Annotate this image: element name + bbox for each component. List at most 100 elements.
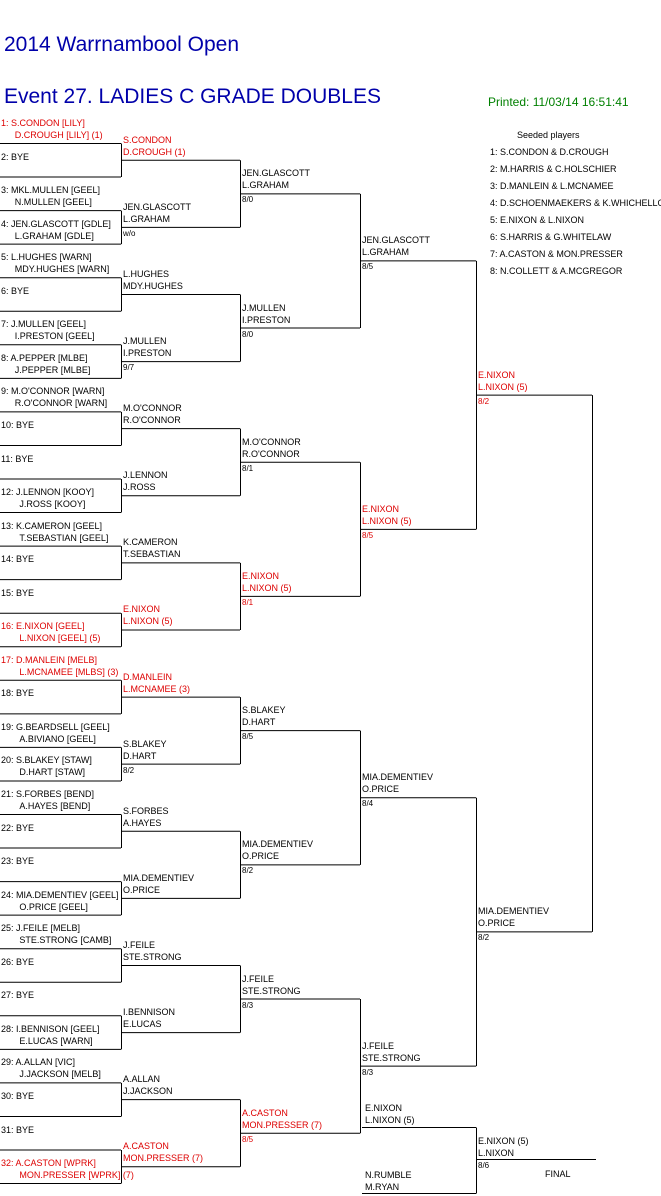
draw-entry-line2: MDY.HUGHES [WARN]	[14, 264, 110, 275]
seed-entry: 8: N.COLLETT & A.MCGREGOR	[490, 266, 623, 276]
draw-entry-line1: 20: S.BLAKEY [STAW]	[1, 755, 92, 766]
final-bottom-team-line1: N.RUMBLE	[365, 1170, 412, 1180]
draw-entry-line1: 24: MIA.DEMENTIEV [GEEL]	[1, 889, 119, 900]
round3-team-line2: D.HART	[242, 717, 276, 728]
round4-score: 8/3	[362, 1067, 374, 1077]
final-winner-line1: E.NIXON (5)	[478, 1136, 529, 1146]
draw-entry-line2: D.HART [STAW]	[19, 767, 86, 778]
round2-team-line1: S.CONDON	[123, 134, 172, 145]
round2-team-line1: J.MULLEN	[123, 336, 167, 347]
tournament-title: 2014 Warrnambool Open	[4, 33, 240, 56]
round2-team-line1: I.BENNISON	[123, 1007, 176, 1018]
draw-entry-line1: 21: S.FORBES [BEND]	[1, 789, 95, 799]
round5-team-line1: MIA.DEMENTIEV	[478, 906, 550, 917]
draw-entry-line1: 6: BYE	[1, 285, 30, 296]
draw-entry-line1: 9: M.O'CONNOR [WARN]	[1, 386, 105, 397]
round3-team-line2: O.PRICE	[242, 851, 280, 862]
round2-team-line2: I.PRESTON	[123, 348, 172, 359]
round5-team-line2: O.PRICE	[478, 918, 516, 929]
draw-entry-line2: D.CROUGH [LILY] (1)	[14, 130, 103, 140]
round3-team-line2: L.GRAHAM	[242, 180, 290, 191]
final-label: FINAL	[545, 1169, 571, 1179]
draw-entry-line2: R.O'CONNOR [WARN]	[14, 398, 108, 409]
round2-team-line2: MON.PRESSER (7)	[123, 1153, 204, 1164]
draw-entry-line2: L.MCNAMEE [MLBS] (3)	[19, 666, 119, 677]
round4-team-line2: O.PRICE	[362, 784, 400, 795]
round2-team-line2: STE.STRONG	[123, 951, 182, 962]
draw-entry-line1: 8: A.PEPPER [MLBE]	[1, 352, 88, 363]
draw-entry-line1: 29: A.ALLAN [VIC]	[1, 1057, 76, 1068]
draw-entry-line1: 4: JEN.GLASCOTT [GDLE]	[1, 218, 111, 229]
round3-score: 8/1	[242, 597, 254, 607]
round4-team-line2: L.NIXON (5)	[362, 515, 412, 526]
round2-team-line2: J.ROSS	[123, 482, 156, 493]
draw-entry-line2: A.BIVIANO [GEEL]	[19, 733, 96, 744]
round3-score: 8/0	[242, 195, 254, 205]
round4-team-line2: STE.STRONG	[362, 1052, 421, 1063]
round4-team-line1: E.NIXON	[362, 503, 400, 514]
draw-entry-line1: 15: BYE	[1, 587, 35, 598]
draw-entry-line2: L.GRAHAM [GDLE]	[14, 230, 94, 241]
round2-team-line1: K.CAMERON	[123, 537, 178, 548]
draw-entry-line1: 32: A.CASTON [WPRK]	[1, 1158, 96, 1169]
round5-team-line2: L.NIXON (5)	[478, 381, 528, 392]
final-bottom-team-line2: M.RYAN	[365, 1182, 400, 1192]
draw-entry-line1: 16: E.NIXON [GEEL]	[1, 621, 85, 632]
event-title: Event 27. LADIES C GRADE DOUBLES	[4, 85, 381, 108]
draw-entry-line1: 19: G.BEARDSELL [GEEL]	[1, 721, 110, 732]
seed-entry: 1: S.CONDON & D.CROUGH	[490, 147, 609, 157]
seed-entry: 5: E.NIXON & L.NIXON	[490, 215, 585, 225]
draw-entry-line2: MON.PRESSER [WPRK] (7)	[19, 1170, 134, 1181]
round3-team-line1: J.FEILE	[242, 973, 275, 984]
round3-score: 8/2	[242, 866, 254, 876]
round2-team-line2: O.PRICE	[123, 884, 161, 895]
round3-score: 8/1	[242, 463, 254, 473]
draw-entry-line1: 17: D.MANLEIN [MELB]	[1, 654, 98, 665]
round3-team-line1: M.O'CONNOR	[242, 436, 301, 447]
round2-team-line1: J.FEILE	[123, 939, 156, 950]
round2-team-line2: MDY.HUGHES	[123, 280, 183, 291]
seed-entry: 3: D.MANLEIN & L.MCNAMEE	[490, 181, 614, 191]
round2-team-line2: T.SEBASTIAN	[123, 549, 181, 560]
round2-team-line2: A.HAYES	[123, 817, 162, 828]
draw-entry-line2: J.ROSS [KOOY]	[19, 499, 86, 510]
round2-team-line2: D.HART	[123, 750, 157, 761]
seeded-players-title: Seeded players	[517, 130, 580, 140]
draw-entry-line2: I.PRESTON [GEEL]	[14, 331, 95, 342]
seed-entry: 4: D.SCHOENMAEKERS & K.WHICHELLO	[490, 198, 661, 208]
round2-score: w/o	[123, 228, 136, 238]
draw-entry-line2: E.LUCAS [WARN]	[19, 1035, 93, 1046]
round2-score: 9/7	[123, 363, 135, 373]
draw-entry-line1: 1: S.CONDON [LILY]	[1, 118, 85, 128]
draw-entry-line1: 31: BYE	[1, 1124, 35, 1135]
round3-score: 8/0	[242, 329, 254, 339]
round2-team-line2: E.LUCAS	[123, 1019, 162, 1030]
round3-team-line2: MON.PRESSER (7)	[242, 1119, 323, 1130]
draw-entry-line1: 18: BYE	[1, 688, 35, 699]
printed-timestamp: Printed: 11/03/14 16:51:41	[488, 95, 629, 109]
draw-entry-line1: 2: BYE	[1, 151, 30, 162]
round4-team-line1: MIA.DEMENTIEV	[362, 772, 434, 783]
round3-team-line2: L.NIXON (5)	[242, 582, 292, 593]
round3-team-line1: A.CASTON	[242, 1107, 288, 1118]
draw-entry-line1: 27: BYE	[1, 990, 35, 1001]
round3-team-line1: S.BLAKEY	[242, 705, 286, 716]
draw-entry-line1: 11: BYE	[1, 453, 34, 464]
round2-team-line1: S.FORBES	[123, 805, 169, 816]
round4-score: 8/5	[362, 262, 374, 272]
round4-team-line1: JEN.GLASCOTT	[362, 235, 431, 246]
draw-entry-line1: 26: BYE	[1, 956, 35, 967]
draw-entry-line1: 23: BYE	[1, 856, 35, 867]
draw-entry-line1: 3: MKL.MULLEN [GEEL]	[1, 185, 101, 196]
draw-entry-line1: 12: J.LENNON [KOOY]	[1, 487, 95, 498]
draw-entry-line2: T.SEBASTIAN [GEEL]	[19, 532, 109, 543]
round2-team-line1: L.HUGHES	[123, 268, 170, 279]
round5-score: 8/2	[478, 396, 490, 406]
round2-score: 8/2	[123, 765, 135, 775]
seed-entry: 7: A.CASTON & MON.PRESSER	[490, 249, 623, 259]
round2-team-line2: R.O'CONNOR	[123, 415, 181, 426]
draw-entry-line2: J.PEPPER [MLBE]	[14, 364, 91, 375]
round2-team-line1: JEN.GLASCOTT	[123, 201, 192, 212]
draw-entry-line1: 7: J.MULLEN [GEEL]	[1, 319, 87, 330]
draw-entry-line2: J.JACKSON [MELB]	[19, 1069, 101, 1080]
